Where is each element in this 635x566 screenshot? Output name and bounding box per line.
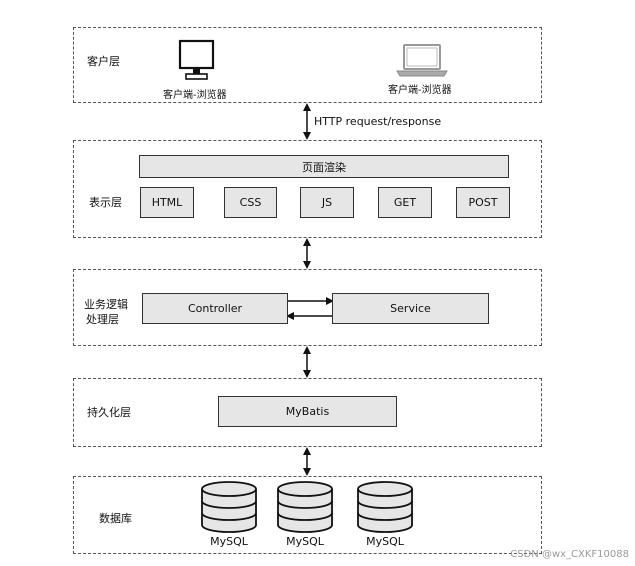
- mysql-label-2: MySQL: [286, 535, 324, 548]
- mysql-cylinder-icon-3: [357, 481, 413, 533]
- business-layer-label-2: 处理层: [86, 313, 119, 326]
- mysql-label-1: MySQL: [210, 535, 248, 548]
- presentation-layer: [73, 140, 542, 238]
- presentation-layer-label: 表示层: [89, 196, 122, 209]
- css-box: CSS: [224, 187, 277, 218]
- controller-box: Controller: [142, 293, 288, 324]
- client-layer: [73, 27, 542, 103]
- service-box: Service: [332, 293, 489, 324]
- mysql-cylinder-icon-1: [201, 481, 257, 533]
- get-box: GET: [378, 187, 432, 218]
- mysql-cylinder-icon-2: [277, 481, 333, 533]
- http-request-response-label: HTTP request/response: [314, 115, 442, 128]
- desktop-monitor-icon: [178, 39, 215, 80]
- post-box: POST: [456, 187, 510, 218]
- persistence-layer-label: 持久化层: [87, 406, 131, 419]
- csdn-watermark: CSDN @wx_CXKF10088: [510, 549, 629, 560]
- persistence-layer: [73, 378, 542, 447]
- mybatis-box: MyBatis: [218, 396, 397, 427]
- desktop-browser-caption: 客户端-浏览器: [163, 90, 227, 101]
- business-layer: [73, 269, 542, 346]
- client-layer-label: 客户层: [87, 55, 120, 68]
- laptop-icon: [396, 44, 448, 77]
- business-layer-label-1: 业务逻辑: [84, 298, 128, 311]
- database-layer: [73, 476, 542, 554]
- page-render-bar: 页面渲染: [139, 155, 509, 178]
- js-box: JS: [300, 187, 354, 218]
- database-layer-label: 数据库: [99, 512, 132, 525]
- html-box: HTML: [140, 187, 194, 218]
- mysql-label-3: MySQL: [366, 535, 404, 548]
- laptop-browser-caption: 客户端-浏览器: [388, 85, 452, 96]
